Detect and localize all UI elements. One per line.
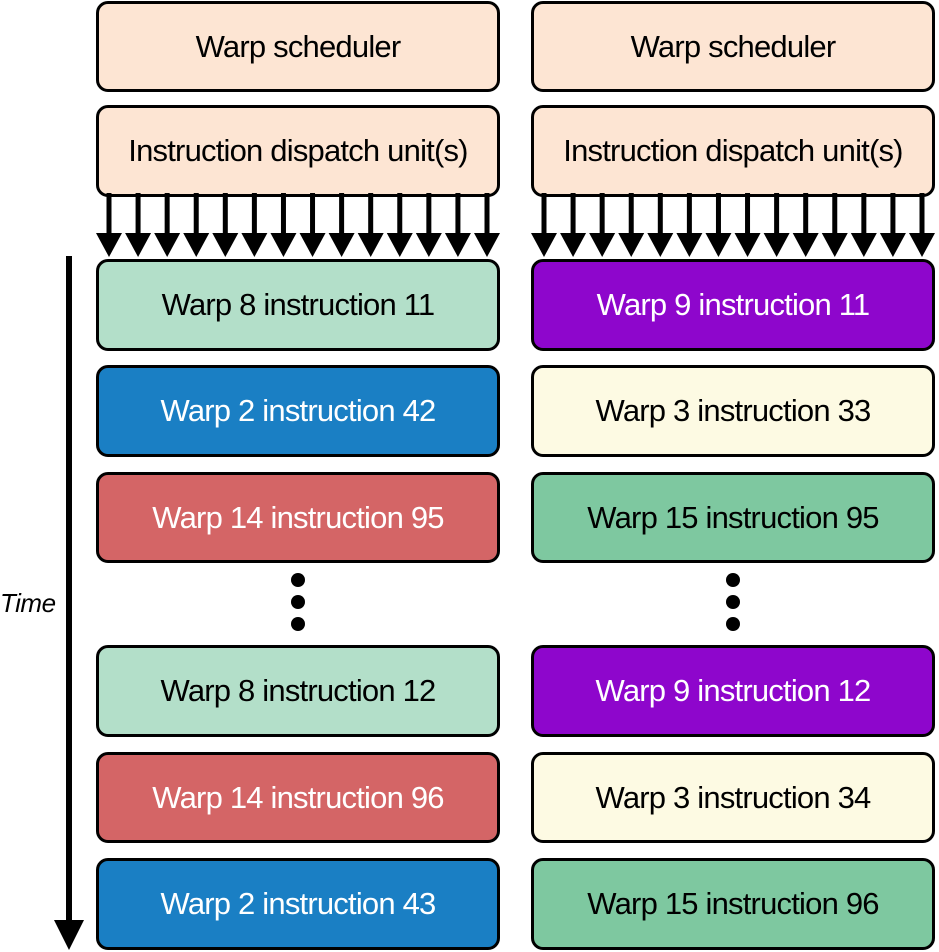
right-dispatch-label: Instruction dispatch unit(s) [563,133,903,168]
dispatch-arrow-head [531,233,557,257]
dispatch-arrow-head [183,233,210,257]
dispatch-arrow-head [821,233,848,257]
right-instruction-label: Warp 15 instruction 96 [587,886,879,921]
left-instruction-label: Warp 14 instruction 95 [152,499,444,535]
dispatch-arrow-head [96,233,122,257]
left-instruction-box: Warp 8 instruction 11 [96,259,500,351]
dispatch-arrow-head [415,233,442,257]
right-warp-scheduler: Warp scheduler [531,1,935,92]
right-instruction-label: Warp 15 instruction 95 [587,499,879,535]
dispatch-arrow-head [879,233,906,257]
left-instruction-box: Warp 2 instruction 42 [96,365,500,457]
dispatch-arrow-head [618,233,645,257]
left-ellipsis-dots [291,573,305,631]
dispatch-arrow-head [270,233,297,257]
dispatch-arrow-head [909,233,935,257]
right-warp-scheduler-label: Warp scheduler [630,28,837,64]
right-instruction-dispatch-unit: Instruction dispatch unit(s) [531,105,935,197]
dispatch-arrow-head [560,233,587,257]
left-instruction-box: Warp 2 instruction 43 [96,858,500,950]
left-instruction-box: Warp 14 instruction 95 [96,472,500,563]
dispatch-arrow-head [357,233,384,257]
right-dispatch-arrows [531,193,935,257]
dispatch-arrow-head [474,233,500,257]
left-warp-scheduler: Warp scheduler [96,1,500,92]
left-instruction-label: Warp 14 instruction 96 [152,779,444,815]
time-arrow [54,256,84,950]
dispatch-arrow-head [241,233,268,257]
left-instruction-label: Warp 8 instruction 11 [161,287,435,322]
left-instruction-label: Warp 2 instruction 42 [160,393,437,428]
dispatch-arrow-head [212,233,239,257]
right-ellipsis-dots [726,573,740,631]
left-instruction-label: Warp 2 instruction 43 [160,886,437,921]
left-dispatch-label: Instruction dispatch unit(s) [128,133,468,168]
right-instruction-box: Warp 9 instruction 11 [531,259,935,351]
right-instruction-box: Warp 15 instruction 96 [531,858,935,950]
time-label: Time [0,588,60,619]
right-instruction-label: Warp 3 instruction 33 [595,393,872,428]
left-instruction-label: Warp 8 instruction 12 [160,673,437,708]
right-instruction-box: Warp 15 instruction 95 [531,472,935,563]
dispatch-arrow-head [705,233,732,257]
dispatch-arrow-head [299,233,326,257]
right-instruction-label: Warp 9 instruction 11 [596,287,870,322]
dispatch-arrow-head [125,233,152,257]
dispatch-arrow-head [763,233,790,257]
right-instruction-label: Warp 9 instruction 12 [595,673,872,708]
right-instruction-box: Warp 3 instruction 33 [531,365,935,457]
dispatch-arrow-head [444,233,471,257]
right-instruction-box: Warp 9 instruction 12 [531,645,935,737]
dispatch-arrow-head [386,233,413,257]
dispatch-arrow-head [792,233,819,257]
dispatch-arrow-head [154,233,181,257]
dispatch-arrow-head [328,233,355,257]
left-dispatch-arrows [96,193,500,257]
right-instruction-box: Warp 3 instruction 34 [531,752,935,843]
left-instruction-dispatch-unit: Instruction dispatch unit(s) [96,105,500,197]
right-instruction-label: Warp 3 instruction 34 [595,779,872,815]
dispatch-arrow-head [647,233,674,257]
left-warp-scheduler-label: Warp scheduler [195,28,402,64]
dispatch-arrow-head [676,233,703,257]
dispatch-arrow-head [589,233,616,257]
dispatch-arrow-head [734,233,761,257]
dispatch-arrow-head [850,233,877,257]
left-instruction-box: Warp 14 instruction 96 [96,752,500,843]
left-instruction-box: Warp 8 instruction 12 [96,645,500,737]
